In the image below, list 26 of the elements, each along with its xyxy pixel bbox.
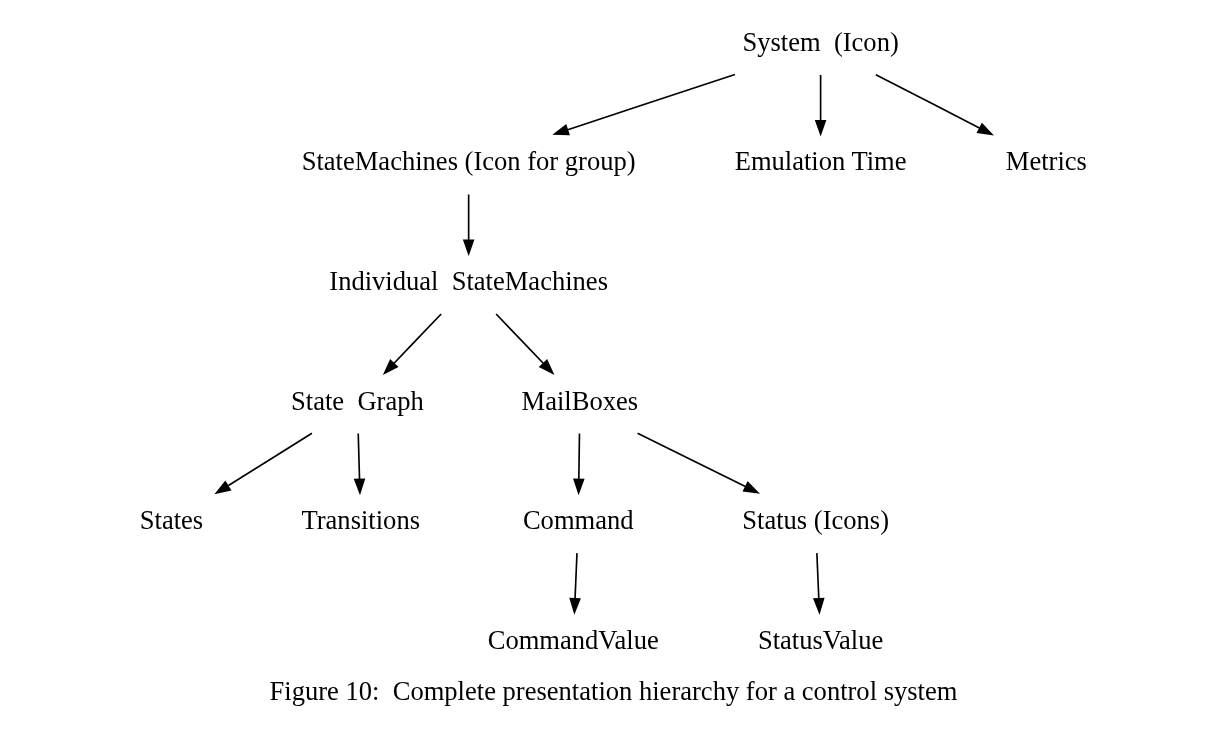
node-text: State Graph: [291, 385, 424, 416]
caption: Figure 10: Complete presentation hierarchy for a control system: [269, 676, 958, 707]
arrow: [636, 432, 760, 494]
arrow: [382, 313, 442, 375]
arrow: [573, 432, 585, 496]
node-text: System (Icon): [742, 26, 899, 57]
node-text: Individual StateMachines: [329, 265, 608, 296]
arrow: [875, 73, 994, 136]
arrow: [814, 74, 827, 137]
arrow: [495, 313, 555, 375]
arrow: [353, 432, 366, 496]
node-text: States: [139, 505, 204, 536]
node-text: Metrics: [1005, 146, 1087, 177]
node-text: StatusValue: [757, 624, 884, 655]
node-text: Status (Icons): [742, 505, 889, 536]
arrow: [552, 73, 736, 136]
arrow: [569, 552, 581, 615]
node-text: CommandValue: [487, 624, 659, 655]
node-text: MailBoxes: [521, 385, 639, 416]
node-text: StateMachines (Icon for group): [301, 146, 636, 177]
node-text: Command: [522, 505, 634, 536]
node-text: Emulation Time: [734, 146, 907, 177]
node-text: Transitions: [301, 505, 420, 536]
arrow: [214, 432, 313, 495]
arrow: [813, 552, 825, 615]
arrow: [462, 193, 475, 257]
